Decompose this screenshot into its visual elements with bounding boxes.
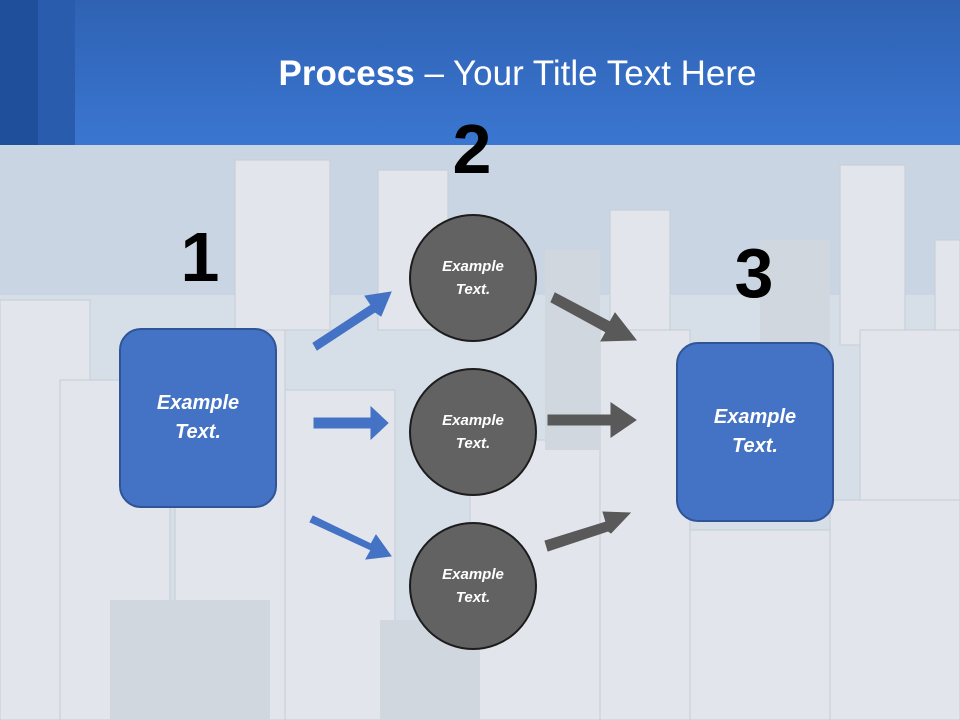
circle-1-line-2: Text. [455,281,491,298]
circle-2-line-1: Example [442,412,504,429]
left-box-line-2: Text. [175,421,221,443]
right-box-line-2: Text. [732,435,778,457]
header-bar [0,0,960,145]
left-box-line-1: Example [156,392,240,414]
circle-2-line-2: Text. [455,435,491,452]
circle-step-2: Example Text. [409,368,537,496]
blue-arrows [309,291,392,560]
left-text-box: Example Text. [119,328,277,508]
arrow-to-circle-2 [313,405,389,441]
circle-1-line-1: Example [442,258,504,275]
right-box-line-1: Example [713,406,797,428]
arrow-from-circle-1 [550,292,638,342]
arrow-to-circle-1 [312,291,392,351]
slide-title: Process – Your Title Text Here [75,52,960,96]
step-number-3: 3 [734,234,774,312]
header-accent-dark [0,0,38,145]
title-rest: – Your Title Text Here [414,54,757,93]
step-number-2: 2 [452,110,492,188]
gray-arrows [544,292,638,552]
step-number-1: 1 [180,218,220,296]
arrow-to-circle-3 [309,515,392,560]
title-bold: Process [278,54,415,93]
circle-3-line-2: Text. [455,589,491,606]
arrow-from-circle-3 [544,511,632,552]
arrow-from-circle-2 [547,402,637,438]
right-text-box: Example Text. [676,342,834,522]
header-accent [38,0,75,145]
circle-step-1: Example Text. [409,214,537,342]
circle-step-3: Example Text. [409,522,537,650]
circle-3-line-1: Example [442,566,504,583]
